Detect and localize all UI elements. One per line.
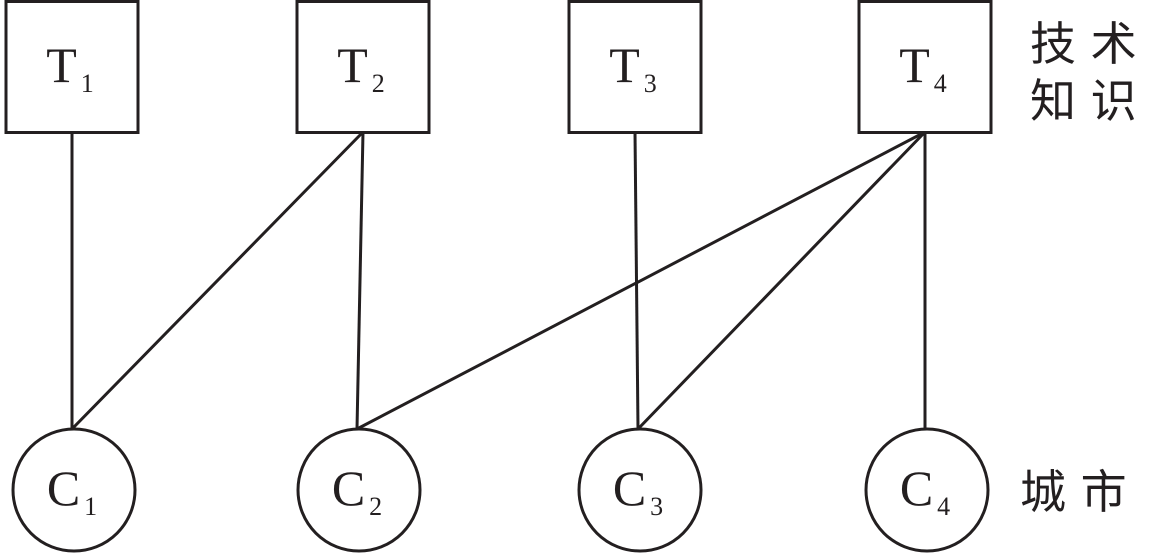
tech-box-t3 [567, 0, 703, 134]
edge-t4-c3 [636, 130, 927, 431]
city-label: 城 市 [1020, 465, 1127, 519]
edge-t4-c2 [356, 130, 926, 431]
tech-knowledge-label-line1: 技 术 [1030, 17, 1137, 71]
city-circle-c1 [11, 427, 137, 553]
edge-t2-c2 [355, 131, 365, 430]
city-circle-c4 [864, 427, 990, 553]
tech-box-t2 [295, 0, 431, 134]
edge-t2-c1 [70, 130, 365, 431]
edges [70, 130, 927, 431]
tech-box-t1 [4, 0, 140, 134]
edge-t3-c3 [633, 131, 640, 430]
city-circle-c2 [296, 427, 422, 553]
tech-knowledge-label-line2: 知 识 [1030, 74, 1137, 128]
city-circle-c3 [577, 427, 703, 553]
tech-box-t4 [857, 0, 993, 134]
